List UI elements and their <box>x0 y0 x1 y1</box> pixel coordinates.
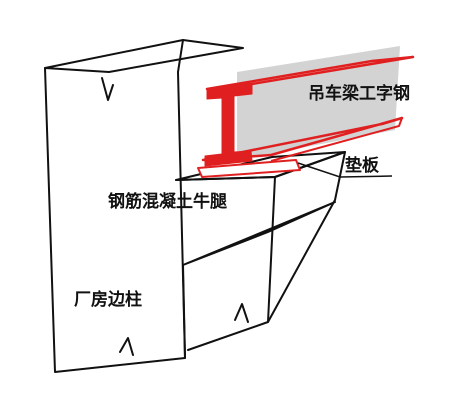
column-crack-top <box>101 77 114 101</box>
pad-label: 垫板 <box>345 156 379 176</box>
corbel-front-face <box>175 176 276 351</box>
column-lower-edge <box>182 264 186 359</box>
beam-bottom-flange-edge <box>270 117 403 162</box>
pad-leader-line <box>297 162 393 178</box>
beam-i-section <box>204 83 253 167</box>
column-front-face <box>44 67 186 373</box>
corbel-label: 钢筋混凝土牛腿 <box>108 192 227 212</box>
column-top-face <box>44 39 244 73</box>
column-label: 厂房边柱 <box>74 290 142 310</box>
beam <box>201 46 415 167</box>
corbel-side-face <box>267 151 346 323</box>
corbel-underside-shadow <box>182 201 336 266</box>
beam-body <box>237 46 400 160</box>
beam-label: 吊车梁工字钢 <box>308 84 410 104</box>
column-right-edge <box>177 39 184 73</box>
pad-plate <box>197 159 301 178</box>
corbel-crack <box>234 303 249 323</box>
pad <box>197 159 301 178</box>
column <box>44 39 244 373</box>
column-crack-bottom <box>119 337 134 356</box>
corbel <box>175 151 346 351</box>
